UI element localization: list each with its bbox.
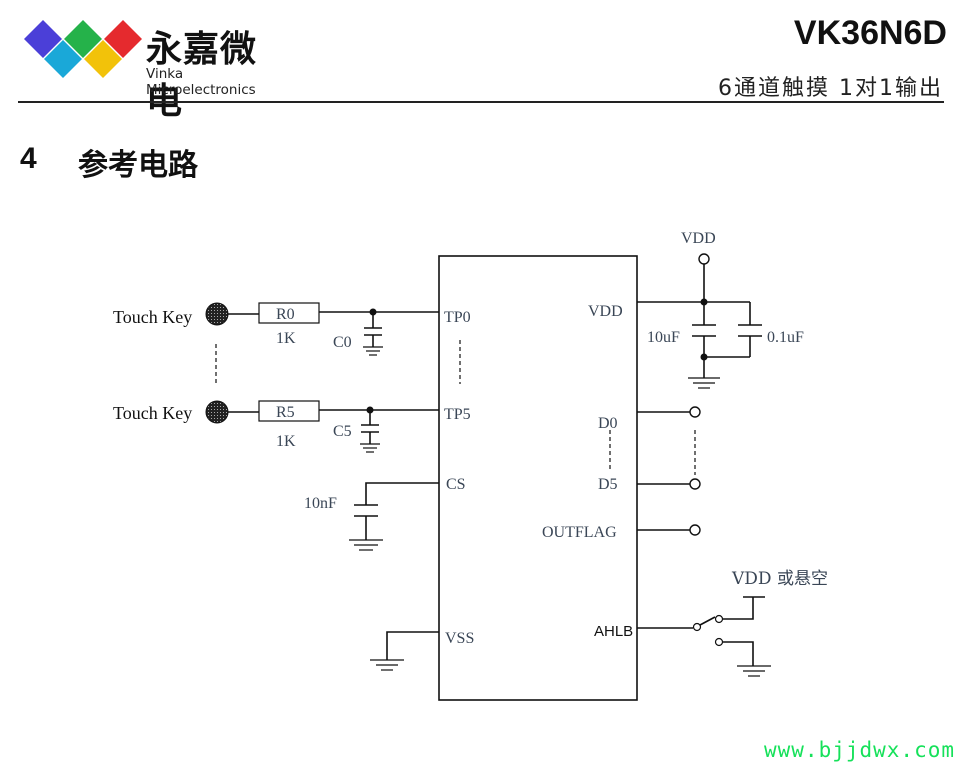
touch-key-label: Touch Key xyxy=(113,403,192,423)
logo-diamonds-icon xyxy=(24,20,142,78)
resistor-value: 1K xyxy=(276,433,296,450)
logo-diamond-green xyxy=(64,20,102,58)
vdd-circuit: VDD 10uF 0.1uF VDD xyxy=(588,230,804,389)
resistor-label: R0 xyxy=(276,306,295,323)
doc-subtitle: 6通道触摸 1对1输出 xyxy=(718,76,943,101)
resistor-r0 xyxy=(258,302,320,324)
logo-name-en: Vinka Microelectronics xyxy=(146,66,256,98)
touch-pad-icon xyxy=(205,400,229,424)
part-number: VK36N6D xyxy=(793,14,947,52)
resistor-label: R5 xyxy=(276,404,295,421)
capacitor-value-10uf: 10uF xyxy=(647,329,680,346)
pin-label-vss: VSS xyxy=(445,630,474,647)
logo-diamond-red xyxy=(104,20,142,58)
logo-diamond-yellow xyxy=(84,40,122,78)
capacitor-value-0p1uf: 0.1uF xyxy=(767,329,804,346)
logo-diamond-blue xyxy=(44,40,82,78)
resistor-r5 xyxy=(258,400,320,422)
section-title: 参考电路 xyxy=(78,148,198,183)
switch-contact-icon xyxy=(714,614,724,624)
ahlb-option-label: VDD 或悬空 xyxy=(731,569,828,589)
output-terminal-icon xyxy=(689,406,701,418)
section-number: 4 xyxy=(20,142,37,175)
switch-contact-icon xyxy=(714,637,724,647)
switch-common-icon xyxy=(692,622,702,632)
touch-channel-0: Touch Key R0 1K C0 TP0 xyxy=(113,302,471,356)
cs-circuit: 10nF CS xyxy=(304,476,466,551)
watermark-url: www.bjjdwx.com xyxy=(764,738,956,762)
resistor-value: 1K xyxy=(276,330,296,347)
switch-lever-icon xyxy=(699,616,716,626)
capacitor-label: C0 xyxy=(333,334,352,351)
pin-label-ahlb: AHLB xyxy=(594,623,633,640)
capacitor-label: C5 xyxy=(333,423,352,440)
output-outflag: OUTFLAG xyxy=(542,524,701,541)
output-terminal-icon xyxy=(689,524,701,536)
output-d5: D5 xyxy=(598,476,701,493)
header-divider xyxy=(18,101,944,103)
vdd-rail-label: VDD xyxy=(681,230,716,247)
touch-pad-icon xyxy=(205,302,229,326)
output-terminal-icon xyxy=(689,478,701,490)
pin-label-cs: CS xyxy=(446,476,466,493)
pin-label-tp0: TP0 xyxy=(444,309,471,326)
logo-diamond-purple xyxy=(24,20,62,58)
touch-channel-5: Touch Key R5 1K C5 TP5 xyxy=(113,400,471,453)
output-d0: D0 xyxy=(598,406,701,432)
vdd-terminal-icon xyxy=(698,253,710,265)
pin-label-tp5: TP5 xyxy=(444,406,471,423)
touch-key-label: Touch Key xyxy=(113,307,192,327)
ic-body xyxy=(438,255,638,701)
pin-label-vdd: VDD xyxy=(588,303,623,320)
pin-label-d5: D5 xyxy=(598,476,618,493)
pin-label-outflag: OUTFLAG xyxy=(542,524,617,541)
cs-capacitor-value: 10nF xyxy=(304,495,337,512)
ahlb-circuit: AHLB VDD 或悬空 xyxy=(594,569,828,677)
vss-circuit: VSS xyxy=(370,630,474,671)
pin-label-d0: D0 xyxy=(598,415,618,432)
